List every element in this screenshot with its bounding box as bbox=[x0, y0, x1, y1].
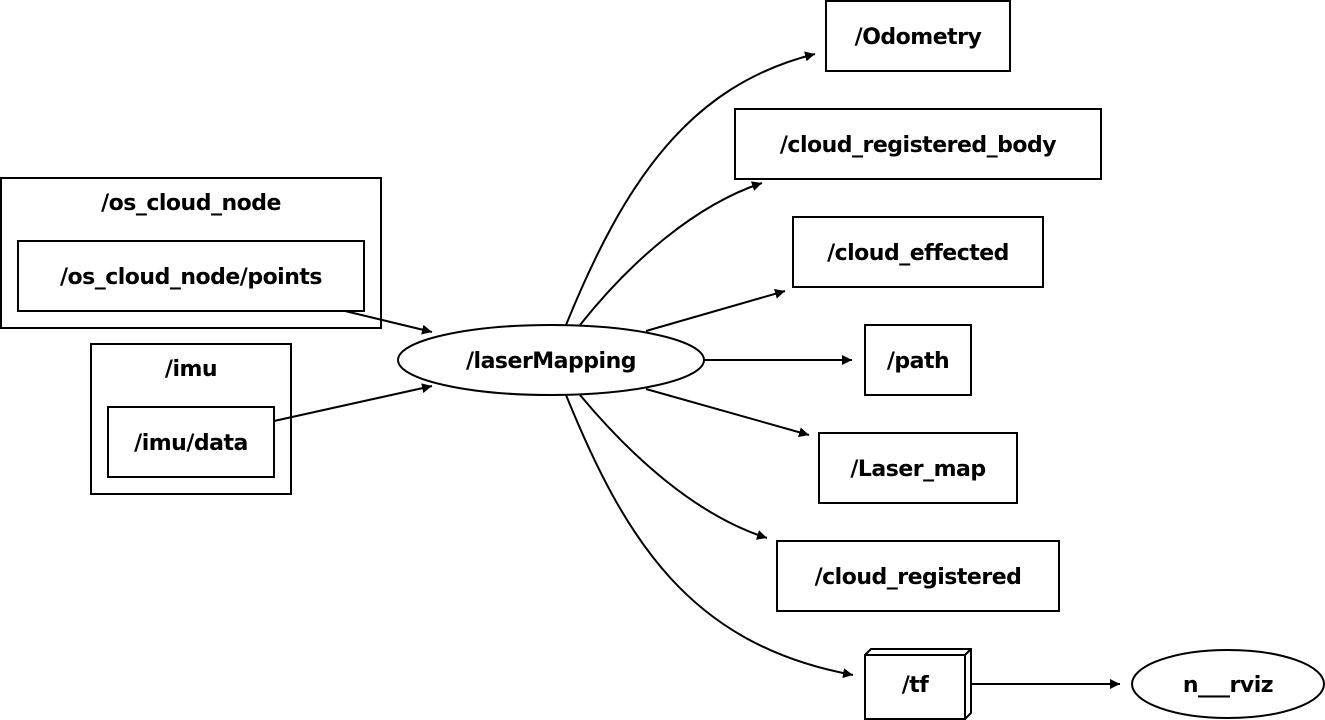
edges bbox=[273, 51, 1120, 689]
cluster-os-cloud-node[interactable]: /os_cloud_node /os_cloud_node/points bbox=[0, 177, 382, 329]
node-laser-mapping[interactable]: /laserMapping bbox=[397, 324, 705, 396]
edge-laser-mapping-to-cloud-effected bbox=[645, 288, 786, 332]
edge-laser-mapping-to-odometry bbox=[565, 51, 816, 326]
edge-laser-mapping-to-tf bbox=[565, 394, 854, 679]
topic-cloud-registered[interactable]: /cloud_registered bbox=[776, 540, 1060, 612]
topic-os-cloud-node-points-label: /os_cloud_node/points bbox=[60, 265, 322, 290]
topic-cloud-effected[interactable]: /cloud_effected bbox=[792, 216, 1044, 288]
node-rviz[interactable]: n___rviz bbox=[1131, 649, 1325, 719]
topic-path-label: /path bbox=[887, 349, 949, 374]
edge-laser-mapping-to-cloud-registered-body bbox=[579, 181, 763, 326]
topic-path[interactable]: /path bbox=[864, 324, 972, 396]
edge-laser-mapping-to-laser-map bbox=[645, 388, 810, 438]
edge-laser-mapping-to-cloud-registered bbox=[579, 394, 768, 540]
topic-imu-data[interactable]: /imu/data bbox=[107, 406, 275, 478]
edge-points-to-laser-mapping bbox=[344, 310, 433, 335]
topic-odometry[interactable]: /Odometry bbox=[825, 0, 1011, 72]
node-laser-mapping-label: /laserMapping bbox=[466, 349, 636, 374]
cluster-os-cloud-node-label: /os_cloud_node bbox=[101, 191, 281, 216]
topic-tf-label: /tf bbox=[902, 673, 930, 698]
topic-laser-map[interactable]: /Laser_map bbox=[818, 432, 1018, 504]
node-rviz-label: n___rviz bbox=[1183, 673, 1273, 698]
topic-imu-data-label: /imu/data bbox=[134, 431, 248, 456]
topic-cloud-registered-label: /cloud_registered bbox=[815, 565, 1022, 590]
topic-odometry-label: /Odometry bbox=[855, 25, 982, 50]
topic-tf[interactable]: /tf bbox=[864, 648, 972, 720]
topic-os-cloud-node-points[interactable]: /os_cloud_node/points bbox=[17, 240, 365, 312]
edge-imu-data-to-laser-mapping bbox=[273, 383, 433, 422]
topic-cloud-effected-label: /cloud_effected bbox=[827, 241, 1009, 266]
topic-laser-map-label: /Laser_map bbox=[850, 457, 985, 482]
cluster-imu-label: /imu bbox=[165, 357, 217, 382]
topic-cloud-registered-body-label: /cloud_registered_body bbox=[780, 133, 1056, 158]
topic-cloud-registered-body[interactable]: /cloud_registered_body bbox=[734, 108, 1102, 180]
cluster-imu[interactable]: /imu /imu/data bbox=[90, 343, 292, 495]
